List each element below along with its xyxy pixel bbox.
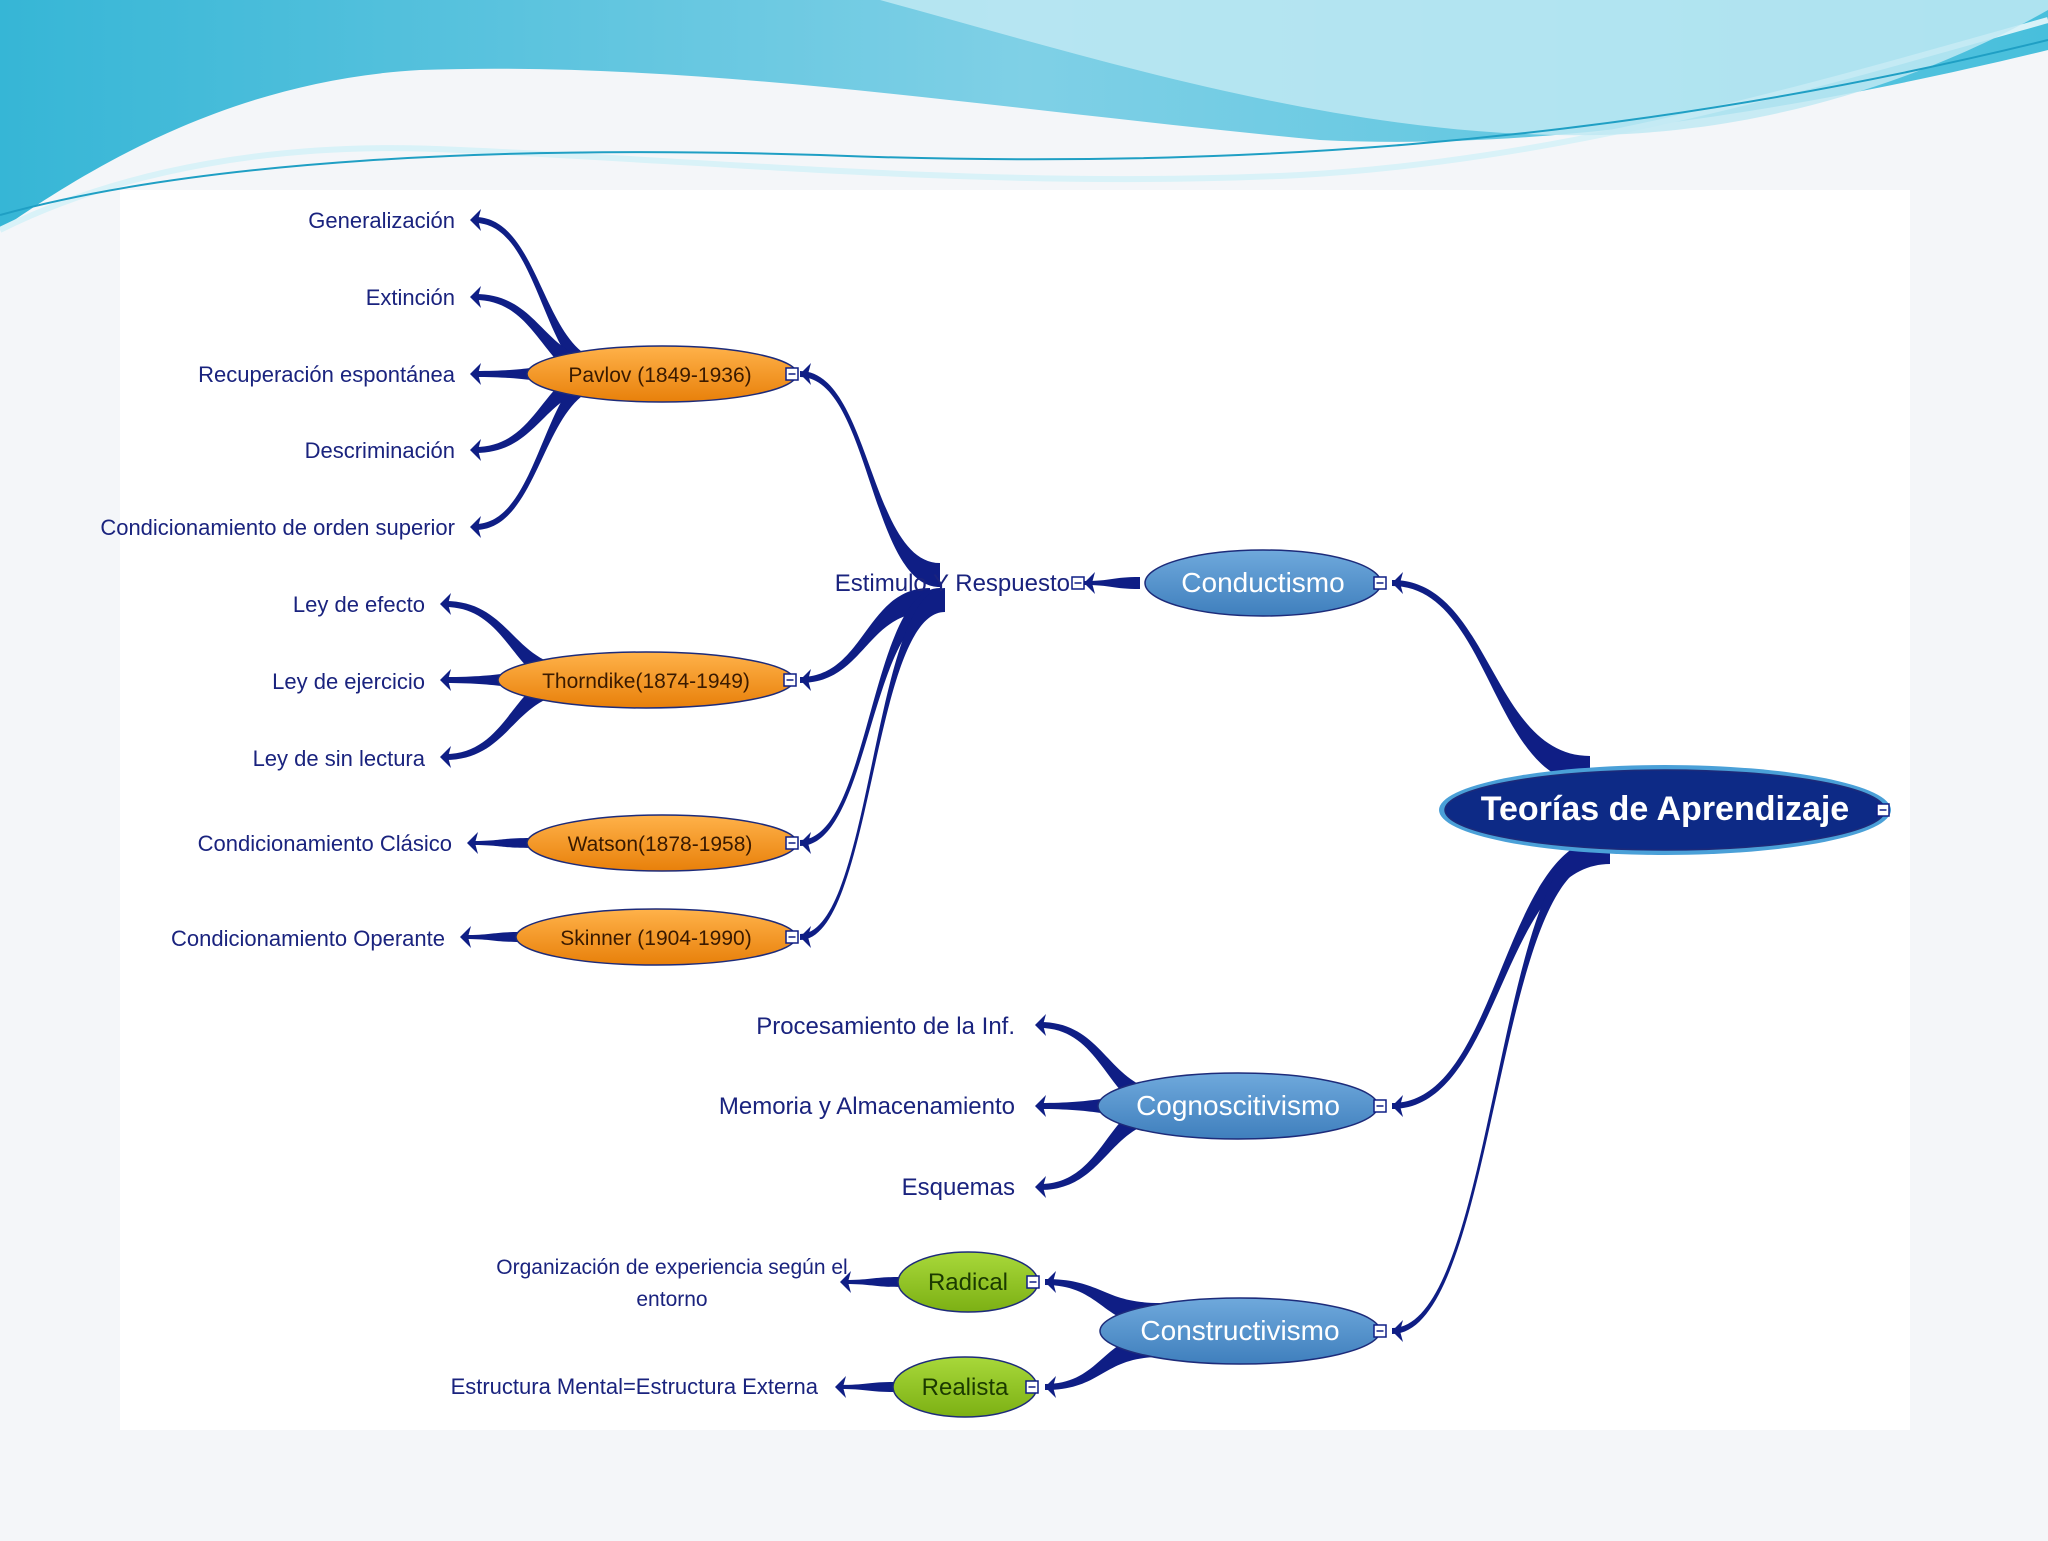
collapse-hub-icon[interactable] (1071, 576, 1085, 590)
leaf-ley-de-efecto: Ley de efecto (293, 592, 425, 617)
edge-root-cognoscitivismo (1392, 836, 1610, 1109)
node-label-watson: Watson(1878-1958) (568, 833, 753, 856)
edge-hub-skinner (800, 588, 945, 940)
arrow-pavlov-leaf-4 (470, 516, 481, 538)
node-label-radical: Radical (928, 1269, 1008, 1296)
arrow-thorndike-leaf-1 (440, 669, 451, 691)
collapse-skinner-icon[interactable] (785, 930, 799, 944)
arrow-pavlov-leaf-2 (470, 363, 481, 385)
arrow-skinner-leaf (460, 926, 471, 948)
edge-skinner-leaf (465, 932, 520, 942)
leaf-condicionamiento-orden-superior: Condicionamiento de orden superior (100, 515, 455, 540)
leaf-procesamiento-inf: Procesamiento de la Inf. (756, 1013, 1015, 1040)
arrow-radical-leaf (840, 1271, 851, 1293)
leaf-ley-de-sin-lectura: Ley de sin lectura (253, 746, 426, 771)
arrow-into-pavlov (800, 363, 811, 385)
arrow-cogn-leaf-2 (1035, 1176, 1046, 1198)
leaf-condicionamiento-clasico: Condicionamiento Clásico (198, 831, 452, 856)
arrow-into-constructivismo (1392, 1320, 1403, 1342)
edge-hub-watson (800, 588, 940, 846)
arrow-pavlov-leaf-1 (470, 286, 481, 308)
arrow-into-realista (1045, 1376, 1056, 1398)
leaf-esquemas: Esquemas (902, 1174, 1015, 1201)
arrow-cogn-leaf-1 (1035, 1095, 1046, 1117)
edge-hub-thorndike (800, 588, 930, 683)
edge-watson-leaf (472, 838, 530, 848)
leaf-condicionamiento-operante: Condicionamiento Operante (171, 926, 445, 951)
hub-estimulo-respuesto: Estimulo Y Respuesto (835, 570, 1070, 597)
collapse-conductismo-icon[interactable] (1373, 576, 1387, 590)
collapse-pavlov-icon[interactable] (785, 367, 799, 381)
edge-root-conductismo (1392, 580, 1590, 784)
labels: Generalización Extinción Recuperación es… (100, 208, 1849, 1401)
edge-root-constructivismo (1392, 838, 1600, 1334)
arrow-cogn-leaf-0 (1035, 1014, 1046, 1036)
leaf-organizacion-experiencia: Organización de experiencia según el (496, 1256, 847, 1279)
leaf-recuperacion-espontanea: Recuperación espontánea (198, 362, 456, 387)
leaf-generalizacion: Generalización (308, 208, 455, 233)
nodes (497, 345, 1891, 1418)
node-label-constructivismo: Constructivismo (1140, 1315, 1339, 1346)
arrow-into-watson (800, 832, 811, 854)
edge-pavlov-leaf-0 (475, 217, 610, 386)
node-label-pavlov: Pavlov (1849-1936) (568, 364, 751, 387)
arrow-realista-leaf (835, 1376, 846, 1398)
collapse-realista-icon[interactable] (1025, 1380, 1039, 1394)
edge-conductismo-hub (1084, 577, 1140, 589)
arrow-into-conductismo (1392, 572, 1403, 594)
arrow-into-thorndike (800, 669, 811, 691)
header-banner (0, 0, 2048, 233)
leaf-descriminacion: Descriminación (305, 438, 455, 463)
arrow-into-cognoscitivismo (1392, 1095, 1403, 1117)
collapse-radical-icon[interactable] (1026, 1275, 1040, 1289)
arrow-into-radical (1045, 1271, 1056, 1293)
edge-realista-leaf (840, 1382, 895, 1392)
leaf-memoria-almacenamiento: Memoria y Almacenamiento (719, 1093, 1015, 1120)
collapse-root-icon[interactable] (1876, 803, 1890, 817)
arrow-pavlov-leaf-0 (470, 209, 481, 231)
leaf-organizacion-experiencia-line2: entorno (636, 1288, 707, 1311)
collapse-watson-icon[interactable] (785, 836, 799, 850)
collapse-constructivismo-icon[interactable] (1373, 1324, 1387, 1338)
arrow-watson-leaf (467, 832, 478, 854)
arrow-thorndike-leaf-2 (440, 746, 451, 768)
node-label-conductismo: Conductismo (1181, 567, 1344, 598)
leaf-extincion: Extinción (366, 285, 455, 310)
node-label-cognoscitivismo: Cognoscitivismo (1136, 1090, 1340, 1121)
arrow-pavlov-leaf-3 (470, 439, 481, 461)
node-label-root: Teorías de Aprendizaje (1481, 790, 1849, 828)
arrow-into-hub (1084, 572, 1095, 594)
edge-radical-leaf (845, 1277, 900, 1287)
arrow-thorndike-leaf-0 (440, 593, 451, 615)
leaf-estructura-mental: Estructura Mental=Estructura Externa (451, 1374, 819, 1399)
arrow-into-skinner (800, 926, 811, 948)
collapse-thorndike-icon[interactable] (783, 673, 797, 687)
edge-pavlov-leaf-4 (475, 362, 610, 530)
edge-hub-pavlov (800, 371, 940, 587)
node-label-thorndike: Thorndike(1874-1949) (542, 670, 750, 693)
leaf-ley-de-ejercicio: Ley de ejercicio (272, 669, 425, 694)
node-label-realista: Realista (922, 1374, 1009, 1401)
node-label-skinner: Skinner (1904-1990) (560, 927, 751, 950)
collapse-cognoscitivismo-icon[interactable] (1373, 1099, 1387, 1113)
